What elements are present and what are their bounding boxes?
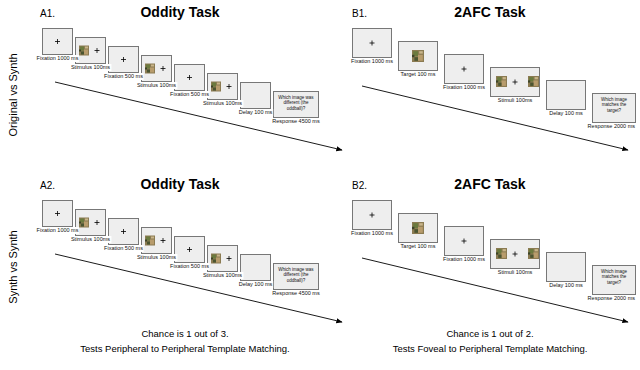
screen-prompt: Which image matches the target?	[593, 266, 635, 285]
frame-caption: Fixation 500 ms	[169, 91, 210, 98]
row-label: Synth vs Synth	[7, 230, 20, 303]
frame-caption: Target 100 ms	[400, 71, 437, 78]
frame-caption: Delay 100 ms	[548, 110, 584, 117]
caption-line: Chance is 1 out of 2.	[446, 329, 533, 340]
frame-caption: Target 100 ms	[400, 243, 437, 250]
frame-caption: Stimulus 100ms	[70, 236, 111, 243]
screen-frame: Target 100 ms	[398, 41, 438, 71]
screen-frame: Which image matches the target?Response …	[592, 93, 636, 123]
screen-frame: Fixation 1000 ms	[352, 200, 392, 230]
frame-caption: Fixation 500 ms	[103, 245, 144, 252]
screen-frame: Which image was different (the oddball)?…	[273, 263, 319, 290]
frame-caption: Fixation 1000 ms	[442, 256, 486, 263]
screen-frame: Fixation 500 ms	[108, 218, 139, 245]
frame-caption: Fixation 1000 ms	[350, 230, 394, 237]
frame-caption: Fixation 1000 ms	[350, 58, 394, 65]
frame-caption: Response 2000 ms	[587, 123, 636, 130]
screen-frame: Stimulus 100ms	[207, 73, 238, 100]
panel-letter: B2.	[352, 180, 367, 192]
frame-caption: Fixation 1000 ms	[36, 227, 80, 234]
frame-caption: Fixation 1000 ms	[442, 84, 486, 91]
frame-caption: Stimuli 100ms	[497, 97, 534, 104]
screen-frame: Fixation 1000 ms	[444, 54, 484, 84]
panel-letter: A2.	[40, 180, 55, 192]
panel-letter: B1.	[352, 8, 367, 20]
row-label: Original vs Synth	[7, 53, 20, 136]
frame-caption: Response 2000 ms	[587, 295, 636, 302]
screen-prompt: Which image was different (the oddball)?	[274, 264, 318, 283]
frame-caption: Fixation 500 ms	[169, 263, 210, 270]
screen-frame: Delay 100 ms	[546, 80, 586, 110]
screen-frame: Which image matches the target?Response …	[592, 265, 636, 295]
screen-fill	[42, 28, 636, 295]
frame-caption: Stimulus 100ms	[136, 254, 177, 261]
screen-frame: Delay 100 ms	[240, 254, 271, 281]
frame-caption: Delay 100 ms	[238, 109, 274, 116]
fixation-cross	[55, 39, 518, 261]
screen-frame: Fixation 500 ms	[108, 46, 139, 73]
frame-caption: Stimulus 100ms	[202, 100, 243, 107]
frame-caption: Delay 100 ms	[548, 282, 584, 289]
screen-frame: Stimulus 100ms	[207, 245, 238, 272]
frame-caption: Response 4500 ms	[271, 290, 320, 297]
screen-frame: Stimulus 100ms	[141, 55, 172, 82]
texture-image	[79, 46, 539, 264]
panel-title: 2AFC Task	[454, 176, 525, 192]
frame-caption: Fixation 1000 ms	[36, 55, 80, 62]
caption-line: Tests Foveal to Peripheral Template Matc…	[393, 344, 588, 355]
screen-frame: Delay 100 ms	[546, 252, 586, 282]
frame-caption: Stimulus 100ms	[70, 64, 111, 71]
caption-line: Chance is 1 out of 3.	[141, 329, 228, 340]
screen-frame: Fixation 500 ms	[174, 236, 205, 263]
panel-letter: A1.	[40, 8, 55, 20]
screen-frame: Target 100 ms	[398, 213, 438, 243]
screen-frame: Stimuli 100ms	[490, 239, 540, 269]
screen-frame: Stimuli 100ms	[490, 67, 540, 97]
panel-title: Oddity Task	[140, 4, 219, 20]
panel-title: 2AFC Task	[454, 4, 525, 20]
screen-frame: Stimulus 100ms	[75, 37, 106, 64]
panel-title: Oddity Task	[140, 176, 219, 192]
screen-frame: Fixation 1000 ms	[42, 28, 73, 55]
screen-frame: Which image was different (the oddball)?…	[273, 91, 319, 118]
screen-prompt: Which image was different (the oddball)?	[274, 92, 318, 111]
caption-line: Tests Peripheral to Peripheral Template …	[80, 344, 289, 355]
frame-caption: Stimulus 100ms	[202, 272, 243, 279]
screen-frame: Fixation 500 ms	[174, 64, 205, 91]
frame-caption: Fixation 500 ms	[103, 73, 144, 80]
screen-frame: Stimulus 100ms	[75, 209, 106, 236]
frame-caption: Response 4500 ms	[271, 118, 320, 125]
timeline-arrow	[55, 82, 628, 322]
frame-caption: Stimulus 100ms	[136, 82, 177, 89]
screen-frame: Fixation 1000 ms	[42, 200, 73, 227]
screen-frame: Fixation 1000 ms	[444, 226, 484, 256]
screen-frame: Stimulus 100ms	[141, 227, 172, 254]
screen-prompt: Which image matches the target?	[593, 94, 635, 113]
screen-frame: Delay 100 ms	[240, 82, 271, 109]
screen-frame: Fixation 1000 ms	[352, 28, 392, 58]
frame-caption: Stimuli 100ms	[497, 269, 534, 276]
frame-caption: Delay 100 ms	[238, 281, 274, 288]
